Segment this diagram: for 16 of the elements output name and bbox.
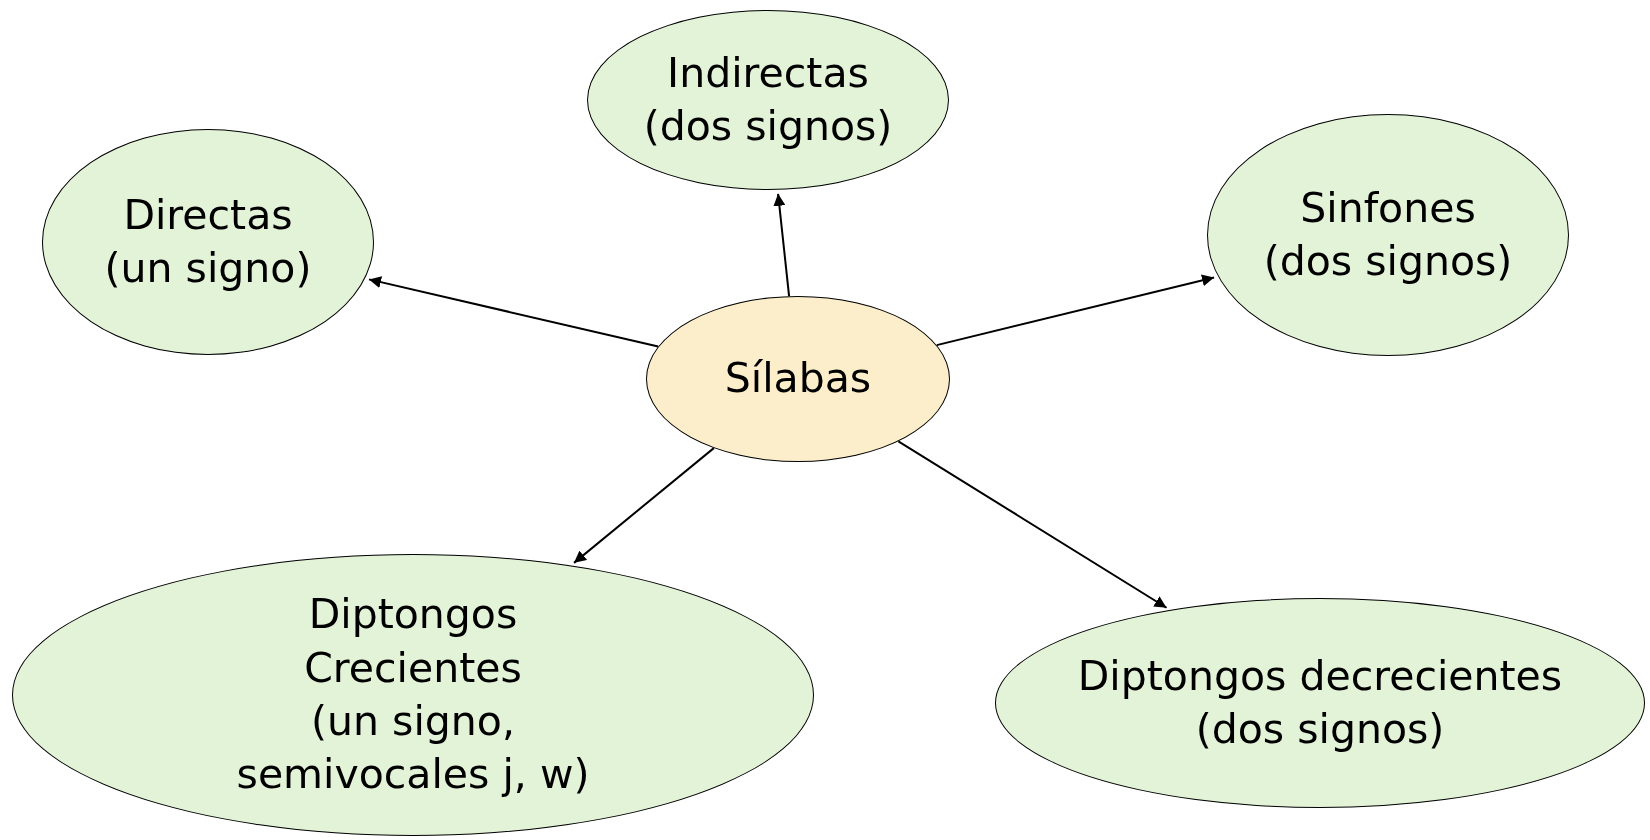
node-text: Sílabas	[724, 353, 872, 405]
node-text: (un signo, semivocales j, w)	[235, 696, 591, 801]
arrow	[368, 276, 660, 348]
node-text: Diptongos Crecientes	[303, 589, 523, 694]
node-text: (dos signos)	[1195, 704, 1445, 755]
node-text: Indirectas	[667, 47, 869, 99]
node-text: Sinfones	[1300, 182, 1476, 234]
arrow	[573, 447, 715, 564]
arrow	[897, 440, 1168, 609]
node-text: Diptongos decrecientes	[1077, 650, 1563, 702]
node-text: (un signo)	[104, 243, 312, 294]
node-text: (dos signos)	[1263, 236, 1513, 287]
arrow	[773, 192, 791, 298]
node-text: (dos signos)	[643, 101, 893, 152]
arrow	[935, 274, 1216, 347]
node-text: Directas	[123, 189, 293, 241]
